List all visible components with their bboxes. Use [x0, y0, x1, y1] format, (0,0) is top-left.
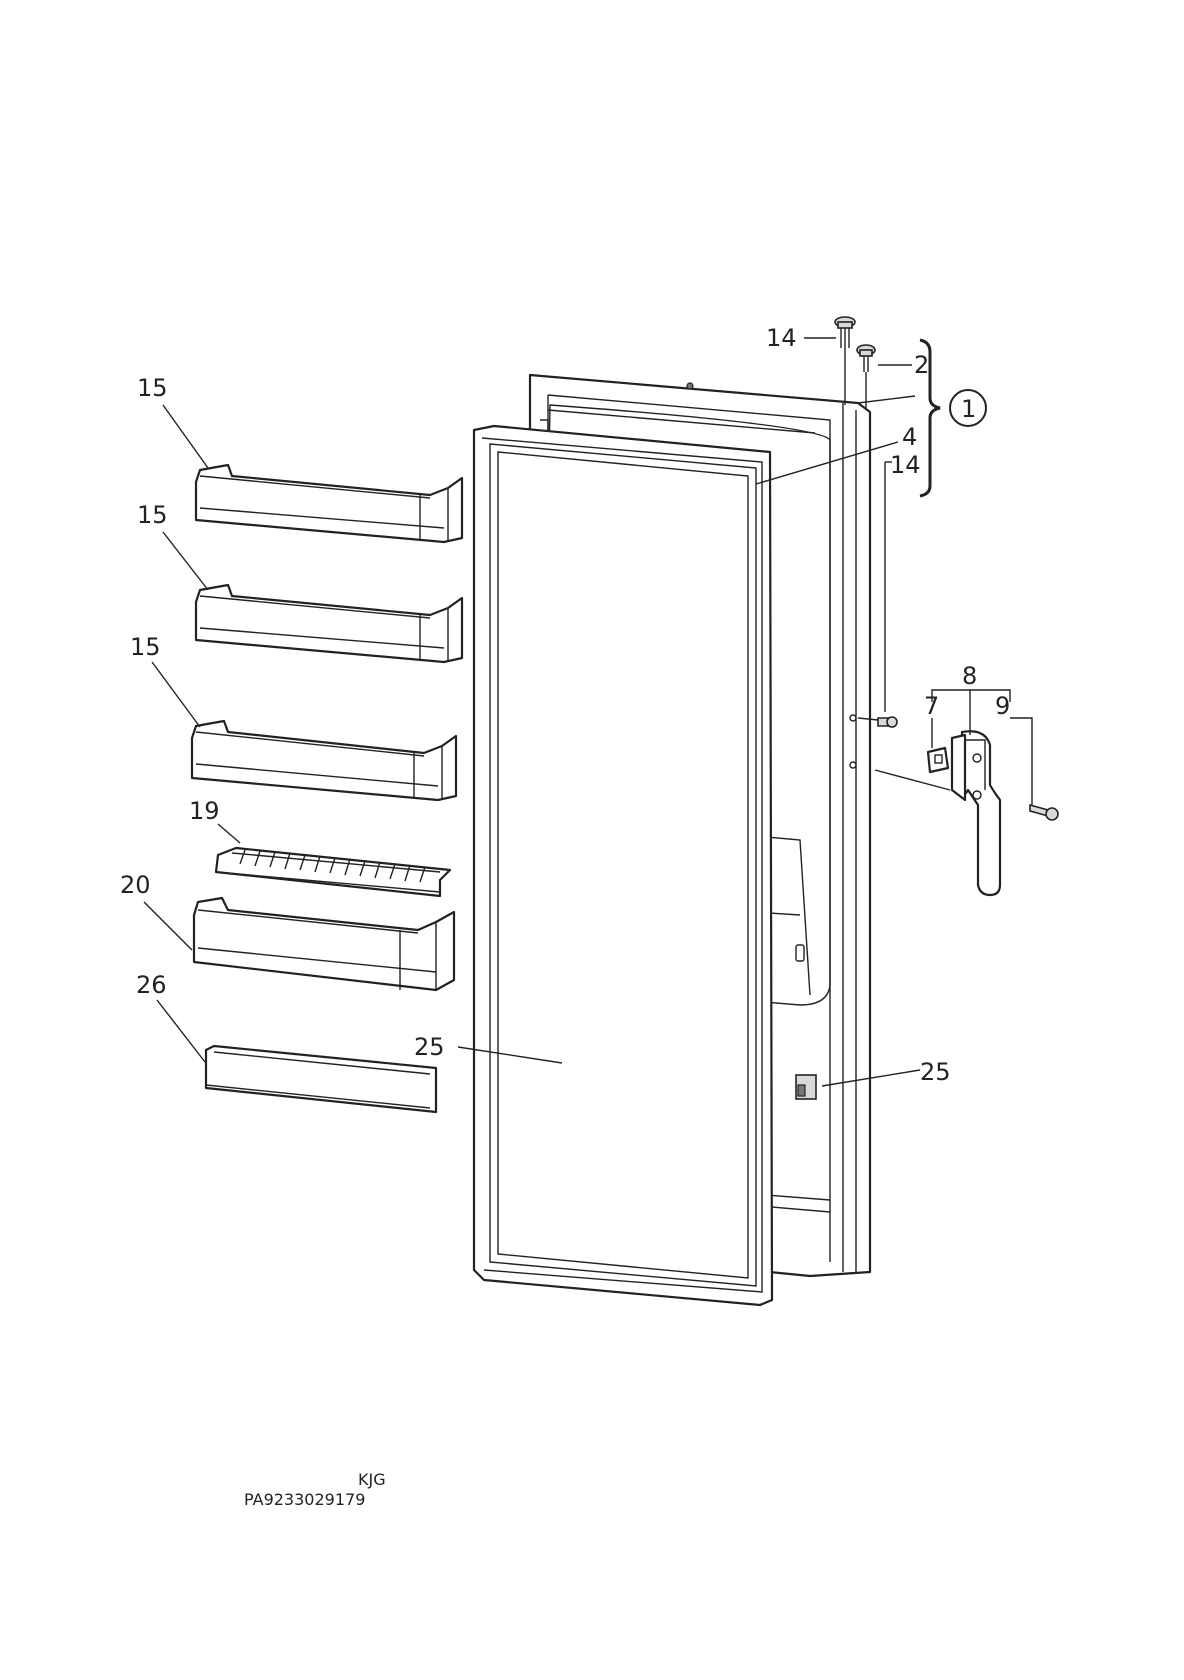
label-15-mid: 15	[137, 501, 168, 529]
label-9: 9	[995, 692, 1010, 720]
door-handle	[950, 730, 1002, 897]
label-26: 26	[136, 971, 167, 999]
label-19: 19	[189, 797, 220, 825]
label-8: 8	[962, 662, 977, 690]
label-15-low: 15	[130, 633, 161, 661]
cover-26	[204, 1044, 438, 1114]
bottle-bin-20	[192, 896, 456, 992]
label-4: 4	[902, 423, 917, 451]
label-7: 7	[924, 692, 939, 720]
label-15-top: 15	[137, 374, 168, 402]
screw-9	[1029, 803, 1059, 821]
label-25-right: 25	[920, 1058, 951, 1086]
door-gasket	[472, 424, 774, 1307]
handle-clip-7	[926, 746, 950, 774]
label-2: 2	[914, 351, 929, 379]
label-14-top: 14	[766, 324, 797, 352]
callout-circle-1	[949, 389, 987, 427]
door-bin-15-low	[190, 719, 458, 802]
door-bin-15-top	[194, 463, 464, 544]
label-1: 1	[961, 395, 976, 423]
label-14-mid: 14	[890, 451, 921, 479]
assembly-bracket	[919, 338, 941, 498]
drawing-reference-number: PA9233029179	[244, 1490, 366, 1509]
screw-14	[849, 714, 898, 769]
bottle-rack-19	[214, 846, 452, 898]
door-bin-15-mid	[194, 583, 464, 664]
drawing-code: KJG	[358, 1470, 386, 1489]
label-25-left: 25	[414, 1033, 445, 1061]
leader-lines	[143, 337, 1033, 1087]
label-20: 20	[120, 871, 151, 899]
hinge-pin-2	[856, 344, 876, 408]
hinge-pin-14	[834, 316, 856, 405]
